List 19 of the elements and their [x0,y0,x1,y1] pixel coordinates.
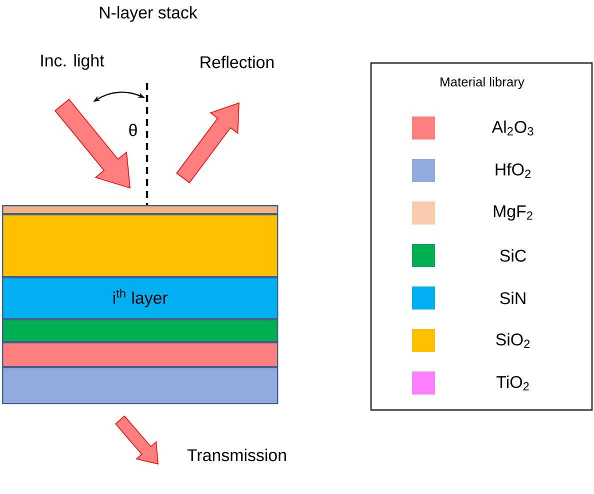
layer-band [2,367,278,404]
layer-band [2,342,278,368]
legend-label: TiO$_{2}$ [496,376,529,390]
legend-label: SiN [500,292,526,304]
legend-label: Al$_{2}$O$_{3}$ [492,120,534,136]
legend-label: SiC [500,249,526,262]
legend-label: SiO$_{2}$ [496,333,530,348]
layer-band: i$^{th}$ layer [2,277,278,320]
layer-band [2,214,278,278]
legend-title: Material library [440,76,524,90]
label: Inc. light [41,54,104,70]
layer-band [2,319,278,342]
title: N-layer stack [100,6,198,22]
label: Transmission [187,448,286,462]
legend-label: HfO$_{2}$ [496,163,530,178]
angle-label: θ [129,124,137,136]
legend-label: MgF$_{2}$ [494,205,532,221]
layer-band [2,205,278,214]
label: Reflection [200,56,274,68]
